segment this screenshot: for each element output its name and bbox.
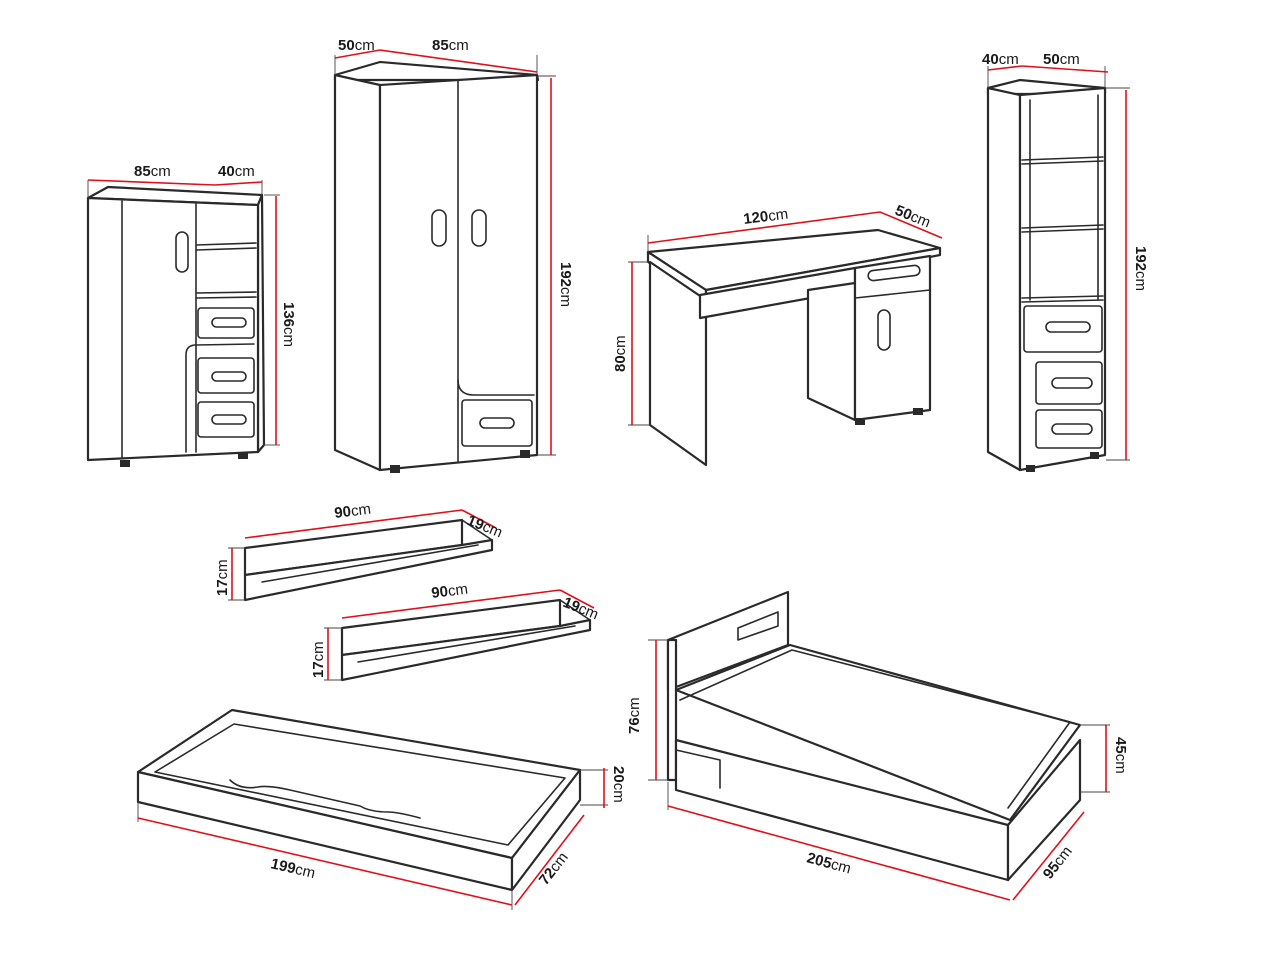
label-wardrobe-width: 85cm (432, 37, 469, 54)
label-bookcase-depth: 40cm (982, 51, 1019, 68)
wall-shelf-lower (340, 598, 592, 682)
label-desk-depth: 50cm (893, 202, 933, 232)
label-bed-foot-height: 45cm (1112, 737, 1129, 774)
label-bookcase-width: 50cm (1043, 51, 1080, 68)
label-sideboard-width: 85cm (134, 163, 171, 180)
label-wardrobe-height: 192cm (557, 262, 574, 307)
label-drawer-length: 199cm (269, 855, 317, 882)
bed (666, 590, 1082, 882)
label-drawer-height: 20cm (610, 766, 627, 803)
wall-shelf-upper-dimensions (228, 509, 497, 601)
label-sideboard-height: 136cm (280, 302, 297, 347)
underbed-drawer (136, 708, 582, 892)
label-bed-width: 95cm (1040, 843, 1076, 882)
label-sideboard-depth: 40cm (218, 163, 255, 180)
wardrobe (333, 60, 540, 473)
bookcase (986, 78, 1107, 472)
desk-dimensions (628, 211, 943, 426)
wall-shelf-upper (243, 518, 494, 602)
label-bed-headboard-height: 76cm (626, 697, 643, 734)
label-shelf2-height: 17cm (310, 641, 327, 678)
sideboard-cabinet (86, 185, 266, 467)
label-shelf1-depth: 19cm (465, 512, 505, 542)
label-shelf1-width: 90cm (333, 501, 371, 522)
label-shelf2-width: 90cm (430, 581, 468, 602)
wall-shelf-lower-dimensions (324, 589, 595, 681)
label-bookcase-height: 192cm (1132, 246, 1149, 291)
labels: 85cm 40cm 136cm 50cm 85cm 192cm 120cm 50… (134, 37, 1149, 888)
label-drawer-width: 72cm (536, 849, 572, 888)
wardrobe-dimensions (334, 49, 556, 456)
bed-dimensions (648, 639, 1110, 901)
sideboard-dimensions (87, 179, 280, 446)
desk (646, 228, 942, 467)
label-desk-width: 120cm (742, 206, 789, 228)
underbed-drawer-dimensions (137, 768, 608, 910)
label-desk-height: 80cm (612, 335, 629, 372)
label-bed-length: 205cm (805, 849, 853, 877)
bookcase-dimensions (987, 65, 1130, 461)
label-shelf2-depth: 19cm (561, 594, 601, 624)
label-wardrobe-depth: 50cm (338, 37, 375, 54)
label-shelf1-height: 17cm (214, 559, 231, 596)
